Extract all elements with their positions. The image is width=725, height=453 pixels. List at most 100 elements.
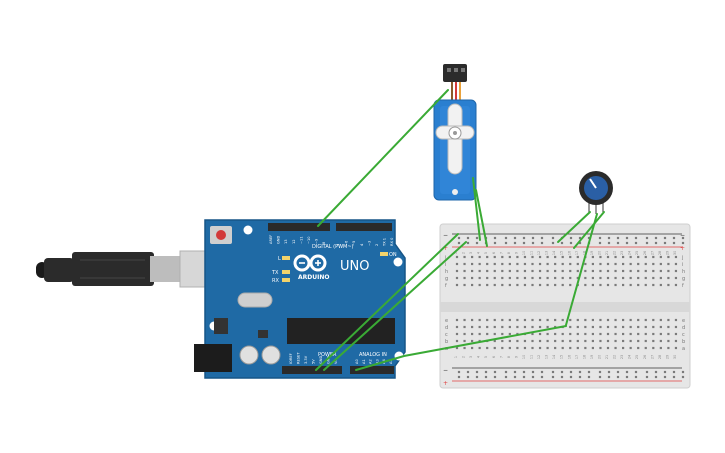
servo-motor[interactable] <box>433 64 477 201</box>
breadboard-hole[interactable] <box>463 332 466 336</box>
rail-hole[interactable] <box>645 370 649 374</box>
breadboard-hole[interactable] <box>652 269 655 273</box>
breadboard-hole[interactable] <box>622 339 625 343</box>
rail-hole[interactable] <box>672 375 676 379</box>
reset-button[interactable] <box>216 230 226 240</box>
rail-hole[interactable] <box>540 236 544 240</box>
breadboard-hole[interactable] <box>561 255 564 259</box>
breadboard-hole[interactable] <box>478 325 481 329</box>
breadboard-hole[interactable] <box>554 276 557 280</box>
breadboard-hole[interactable] <box>463 346 466 350</box>
breadboard-hole[interactable] <box>471 255 474 259</box>
breadboard-hole[interactable] <box>606 283 610 287</box>
rail-hole[interactable] <box>531 375 535 379</box>
rail-hole[interactable] <box>475 370 479 374</box>
usb-cable[interactable] <box>36 250 213 288</box>
breadboard-hole[interactable] <box>486 325 489 329</box>
breadboard-hole[interactable] <box>561 332 564 336</box>
breadboard-hole[interactable] <box>538 325 542 329</box>
breadboard-hole[interactable] <box>637 283 640 287</box>
breadboard-hole[interactable] <box>599 318 602 322</box>
potentiometer[interactable] <box>579 171 613 214</box>
rail-hole[interactable] <box>504 241 508 245</box>
breadboard-hole[interactable] <box>659 276 662 280</box>
breadboard-hole[interactable] <box>667 339 670 343</box>
rail-hole[interactable] <box>484 375 488 379</box>
breadboard-hole[interactable] <box>554 332 557 336</box>
breadboard-hole[interactable] <box>637 255 640 259</box>
breadboard-hole[interactable] <box>606 262 610 266</box>
rail-hole[interactable] <box>663 370 667 374</box>
breadboard-hole[interactable] <box>667 269 670 273</box>
breadboard-hole[interactable] <box>554 346 557 350</box>
breadboard-hole[interactable] <box>538 332 542 336</box>
rail-hole[interactable] <box>616 241 620 245</box>
breadboard-hole[interactable] <box>606 269 610 273</box>
breadboard-hole[interactable] <box>471 318 474 322</box>
breadboard-hole[interactable] <box>486 276 489 280</box>
breadboard-hole[interactable] <box>561 346 564 350</box>
breadboard-hole[interactable] <box>674 262 678 266</box>
breadboard-hole[interactable] <box>531 318 534 322</box>
breadboard-hole[interactable] <box>516 283 519 287</box>
rail-hole[interactable] <box>522 375 526 379</box>
breadboard-hole[interactable] <box>493 276 496 280</box>
breadboard-hole[interactable] <box>546 262 549 266</box>
breadboard-hole[interactable] <box>554 255 557 259</box>
breadboard-hole[interactable] <box>659 325 662 329</box>
breadboard-hole[interactable] <box>486 332 489 336</box>
rail-hole[interactable] <box>560 370 564 374</box>
rail-hole[interactable] <box>513 370 517 374</box>
rail-hole[interactable] <box>625 241 629 245</box>
breadboard-hole[interactable] <box>659 262 662 266</box>
breadboard-hole[interactable] <box>614 318 617 322</box>
breadboard-hole[interactable] <box>629 339 632 343</box>
breadboard-hole[interactable] <box>637 339 640 343</box>
breadboard-hole[interactable] <box>599 283 602 287</box>
breadboard-hole[interactable] <box>493 318 496 322</box>
rail-hole[interactable] <box>466 370 470 374</box>
rail-hole[interactable] <box>578 241 582 245</box>
rail-hole[interactable] <box>616 236 620 240</box>
rail-hole[interactable] <box>634 375 638 379</box>
breadboard-hole[interactable] <box>546 283 549 287</box>
breadboard-hole[interactable] <box>516 269 519 273</box>
breadboard-hole[interactable] <box>622 262 625 266</box>
rail-hole[interactable] <box>540 375 544 379</box>
breadboard-hole[interactable] <box>478 318 481 322</box>
breadboard-hole[interactable] <box>561 339 564 343</box>
rail-hole[interactable] <box>645 236 649 240</box>
rail-hole[interactable] <box>625 236 629 240</box>
rail-hole[interactable] <box>457 241 461 245</box>
breadboard-hole[interactable] <box>644 346 647 350</box>
breadboard-hole[interactable] <box>546 269 549 273</box>
breadboard-hole[interactable] <box>644 262 647 266</box>
breadboard-hole[interactable] <box>644 255 647 259</box>
breadboard-hole[interactable] <box>606 318 610 322</box>
breadboard-hole[interactable] <box>606 346 610 350</box>
breadboard-hole[interactable] <box>652 276 655 280</box>
breadboard-hole[interactable] <box>667 325 670 329</box>
breadboard-hole[interactable] <box>561 269 564 273</box>
breadboard-hole[interactable] <box>493 346 496 350</box>
breadboard-hole[interactable] <box>629 318 632 322</box>
breadboard-hole[interactable] <box>644 339 647 343</box>
breadboard-hole[interactable] <box>486 262 489 266</box>
rail-hole[interactable] <box>616 375 620 379</box>
breadboard-hole[interactable] <box>659 339 662 343</box>
breadboard-hole[interactable] <box>576 332 579 336</box>
breadboard-hole[interactable] <box>561 283 564 287</box>
breadboard-hole[interactable] <box>538 339 542 343</box>
breadboard-hole[interactable] <box>652 255 655 259</box>
rail-hole[interactable] <box>522 370 526 374</box>
rail-hole[interactable] <box>587 370 591 374</box>
breadboard-hole[interactable] <box>569 276 572 280</box>
breadboard-hole[interactable] <box>637 269 640 273</box>
rail-hole[interactable] <box>475 375 479 379</box>
breadboard-hole[interactable] <box>493 269 496 273</box>
rail-hole[interactable] <box>551 370 555 374</box>
rail-hole[interactable] <box>587 375 591 379</box>
breadboard-hole[interactable] <box>523 269 527 273</box>
breadboard-hole[interactable] <box>531 332 534 336</box>
